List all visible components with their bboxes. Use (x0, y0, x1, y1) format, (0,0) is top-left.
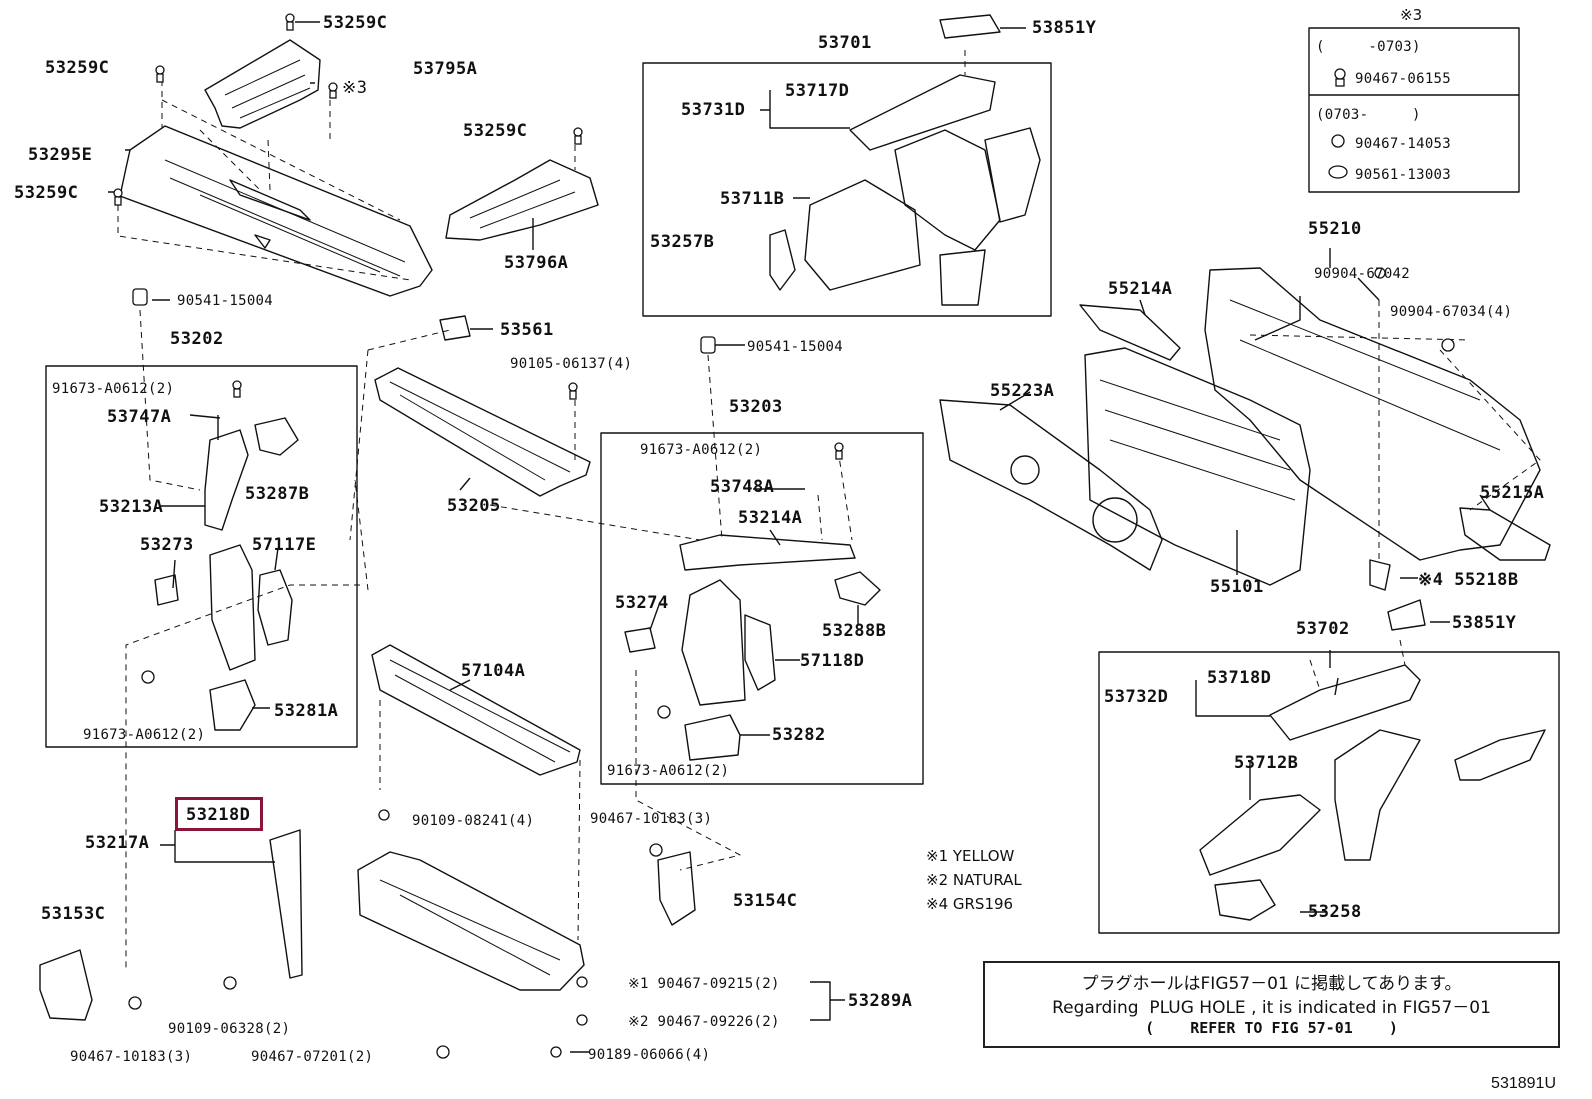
part-55101-shape (1084, 347, 1311, 586)
label-90904-67042: 90904-67042 (1314, 266, 1411, 282)
group-box-53702 (1098, 651, 1560, 934)
label-90109-06328: 90109-06328(2) (168, 1021, 291, 1037)
label-53748a: 53748A (710, 477, 775, 497)
plug-note-line3: ( REFER TO FIG 57-01 ) (1145, 1019, 1398, 1037)
label-91673-a: 91673-A0612(2) (52, 381, 175, 397)
label-53259c-mid: 53259C (463, 121, 528, 141)
label-90467-10183-left: 90467-10183(3) (70, 1049, 193, 1065)
group-box-53203 (600, 432, 924, 785)
label-53213a: 53213A (99, 497, 164, 517)
label-90541-left: 90541-15004 (177, 293, 274, 309)
label-53154c: 53154C (733, 891, 798, 911)
label-53202: 53202 (170, 329, 224, 349)
highlight-53218d[interactable] (175, 797, 263, 831)
ref-box-range2: (0703- ) (1316, 107, 1421, 123)
label-90904-67034: 90904-67034(4) (1390, 304, 1513, 320)
label-53259c-left2: 53259C (14, 183, 79, 203)
plug-note-line1: プラグホールはFIG57－01 に掲載してあります。 (1081, 974, 1462, 994)
label-53295e: 53295E (28, 145, 93, 165)
label-53851y-bot: 53851Y (1452, 613, 1517, 633)
label-53732d: 53732D (1104, 687, 1169, 707)
note-2-natural: ※2 NATURAL (926, 871, 1022, 889)
label-57117e: 57117E (252, 535, 317, 555)
label-55223a: 55223A (990, 381, 1055, 401)
ref-box-part2: 90467-14053 (1355, 136, 1452, 152)
label-53731d: 53731D (681, 100, 746, 120)
label-53851y-top: 53851Y (1032, 18, 1097, 38)
group-box-53202 (45, 365, 358, 748)
label-53287b: 53287B (245, 484, 310, 504)
label-53257b: 53257B (650, 232, 715, 252)
plug-note-line2: Regarding PLUG HOLE , it is indicated in… (1052, 998, 1491, 1018)
label-53717d: 53717D (785, 81, 850, 101)
label-53282: 53282 (772, 725, 826, 745)
label-57118d: 57118D (800, 651, 865, 671)
label-53747a: 53747A (107, 407, 172, 427)
label-55210: 55210 (1308, 219, 1362, 239)
label-90105: 90105-06137(4) (510, 356, 633, 372)
label-53718d: 53718D (1207, 668, 1272, 688)
ref-box (1308, 27, 1520, 193)
label-57104a: 57104A (461, 661, 526, 681)
label-53702: 53702 (1296, 619, 1350, 639)
label-90189: 90189-06066(4) (588, 1047, 711, 1063)
label-91673-b: 91673-A0612(2) (83, 727, 206, 743)
ref-box-title: ※3 (1400, 6, 1423, 24)
plug-hole-note: プラグホールはFIG57－01 に掲載してあります。 Regarding PLU… (983, 961, 1560, 1048)
label-55218b: ※4 55218B (1418, 570, 1519, 590)
label-53153c: 53153C (41, 904, 106, 924)
label-53259c-left: 53259C (45, 58, 110, 78)
label-53218d[interactable]: 53218D (186, 805, 251, 825)
group-box-53701 (642, 62, 1052, 317)
part-53796a-shape (445, 159, 599, 241)
label-91673-d: 91673-A0612(2) (607, 763, 730, 779)
part-53289a-shape (357, 851, 585, 991)
label-53712b: 53712B (1234, 753, 1299, 773)
label-53214a: 53214A (738, 508, 803, 528)
ref-box-part3: 90561-13003 (1355, 167, 1452, 183)
note-1-yellow: ※1 YELLOW (926, 847, 1015, 865)
label-53205: 53205 (447, 496, 501, 516)
label-90467-09226: ※2 90467-09226(2) (628, 1014, 780, 1030)
label-53259c-top: 53259C (323, 13, 388, 33)
label-55215a: 55215A (1480, 483, 1545, 503)
part-53795a-shape (204, 39, 321, 129)
label-53281a: 53281A (274, 701, 339, 721)
label-53258: 53258 (1308, 902, 1362, 922)
label-55214a: 55214A (1108, 279, 1173, 299)
label-53274: 53274 (615, 593, 669, 613)
label-91673-c: 91673-A0612(2) (640, 442, 763, 458)
note-4-grs196: ※4 GRS196 (926, 895, 1014, 913)
label-90467-10183-mid: 90467-10183(3) (590, 811, 713, 827)
label-53289a: 53289A (848, 991, 913, 1011)
label-53203: 53203 (729, 397, 783, 417)
label-ref3: ※3 (342, 78, 368, 98)
label-90109-08241: 90109-08241(4) (412, 813, 535, 829)
label-53561: 53561 (500, 320, 554, 340)
figure-code: 531891U (1491, 1075, 1556, 1092)
ref-box-part1: 90467-06155 (1355, 71, 1452, 87)
label-53288b: 53288B (822, 621, 887, 641)
label-55101: 55101 (1210, 577, 1264, 597)
part-53295e-shape (119, 125, 433, 297)
label-53711b: 53711B (720, 189, 785, 209)
ref-box-range1: ( -0703) (1316, 39, 1421, 55)
label-90467-07201: 90467-07201(2) (251, 1049, 374, 1065)
part-57104a-shape (371, 644, 581, 776)
label-53701: 53701 (818, 33, 872, 53)
label-90467-09215: ※1 90467-09215(2) (628, 976, 780, 992)
label-53796a: 53796A (504, 253, 569, 273)
label-90541-mid: 90541-15004 (747, 339, 844, 355)
part-53205-shape (374, 367, 591, 497)
label-53795a: 53795A (413, 59, 478, 79)
label-53273: 53273 (140, 535, 194, 555)
label-53217a: 53217A (85, 833, 150, 853)
